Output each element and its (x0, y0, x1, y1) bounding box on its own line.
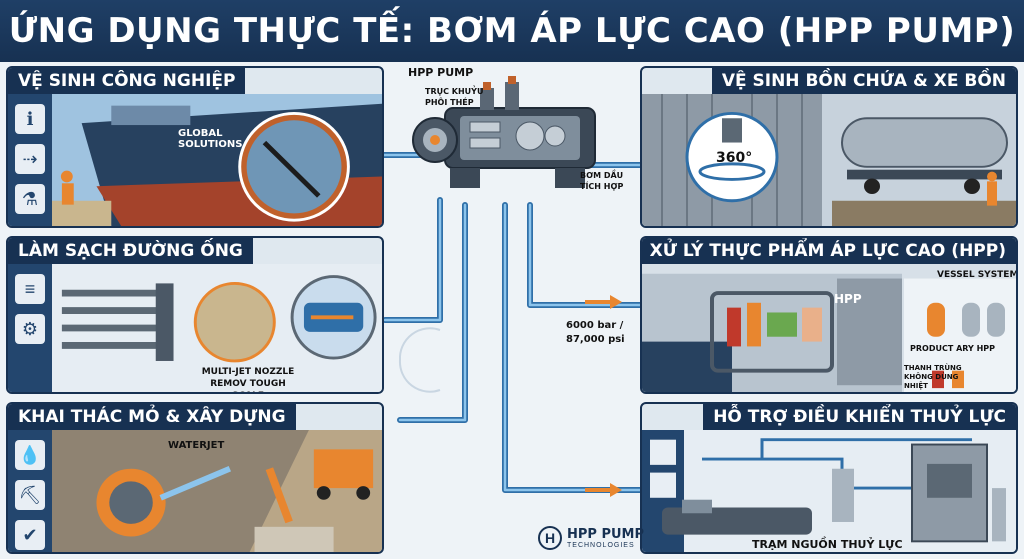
hpp-pump-illustration (405, 68, 620, 208)
panel-mining-construction: KHAI THÁC MỎ & XÂY DỰNG 💧 ⛏ ✔ WATERJET (6, 402, 384, 554)
panel-side-icons: ≡ ⚙ (8, 264, 52, 392)
panel-pipeline-cleaning: LÀM SẠCH ĐƯỜNG ỐNG ≡ ⚙ MULTI-JET NOZZLE … (6, 236, 384, 394)
panel-side-icons: 💧 ⛏ ✔ (8, 430, 52, 552)
panel-title: XỬ LÝ THỰC PHẨM ÁP LỰC CAO (HPP) (642, 238, 1016, 264)
mining-illustration (52, 430, 382, 552)
page-title: ỨNG DỤNG THỰC TẾ: BƠM ÁP LỰC CAO (HPP PU… (0, 0, 1024, 62)
rotation-badge: 360° (716, 150, 753, 166)
settings-icon: ⚙ (15, 314, 45, 344)
info-icon: ℹ (15, 104, 45, 134)
pipeline-caption: MULTI-JET NOZZLE REMOV TOUGH SCALE (201, 367, 295, 392)
panel-title: HỖ TRỢ ĐIỀU KHIỂN THUỶ LỰC (703, 404, 1016, 430)
panel-hydraulic-control: HỖ TRỢ ĐIỀU KHIỂN THUỶ LỰC TRẠM NGUỒN TH… (640, 402, 1018, 554)
ship-brand-label: GLOBAL SOLUTIONS (178, 128, 243, 150)
ship-hull-illustration (52, 94, 382, 226)
panel-title: LÀM SẠCH ĐƯỜNG ỐNG (8, 238, 253, 264)
heat-exchanger-illustration (52, 264, 382, 392)
logo-tagline: TECHNOLOGIES (567, 541, 635, 549)
excavator-icon: ⛏ (15, 480, 45, 510)
vessel-system-label: VESSEL SYSTEM (937, 270, 1018, 280)
logo-mark: H (538, 526, 562, 550)
hpp-machine-label: HPP (834, 292, 862, 306)
panel-industrial-cleaning: VỆ SINH CÔNG NGHIỆP ℹ ⇢ ⚗ GLOBAL SOLUTIO… (6, 66, 384, 228)
panel-side-icons: ℹ ⇢ ⚗ (8, 94, 52, 226)
spray-gun-icon: ⇢ (15, 144, 45, 174)
shield-check-icon: ✔ (15, 520, 45, 550)
hydraulic-caption: TRẠM NGUỒN THUỶ LỰC (752, 538, 903, 551)
water-drop-icon: 💧 (15, 440, 45, 470)
hydrant-icon: ⚗ (15, 184, 45, 214)
panel-title: VỆ SINH CÔNG NGHIỆP (8, 68, 246, 94)
pressure-psi-label: 87,000 psi (566, 334, 625, 345)
pressure-bar-label: 6000 bar / (566, 320, 624, 331)
brand-logo: H HPP PUMP TECHNOLOGIES (538, 522, 644, 554)
tank-illustration (642, 94, 1016, 226)
logo-name: HPP PUMP (567, 526, 645, 542)
waterjet-caption: WATERJET (168, 440, 225, 451)
product-label: PRODUCT ARY HPP (910, 344, 995, 353)
pipe-icon: ≡ (15, 274, 45, 304)
sterile-label: THANH TRÙNG KHÔNG DÙNG NHIỆT (904, 364, 962, 390)
hydraulic-illustration (642, 430, 1016, 552)
pump-name-label: HPP PUMP (408, 66, 474, 79)
panel-title: KHAI THÁC MỎ & XÂY DỰNG (8, 404, 296, 430)
crankshaft-label: TRỤC KHUỶU PHÔI THÉP (425, 87, 484, 107)
panel-title: VỆ SINH BỒN CHỨA & XE BỒN (711, 68, 1016, 94)
panel-food-processing: XỬ LÝ THỰC PHẨM ÁP LỰC CAO (HPP) HPP VES… (640, 236, 1018, 394)
oil-pump-label: BƠM DẦU TÍCH HỢP (580, 171, 624, 191)
panel-tank-cleaning: VỆ SINH BỒN CHỨA & XE BỒN 360° (640, 66, 1018, 228)
food-processing-illustration (642, 264, 1016, 392)
